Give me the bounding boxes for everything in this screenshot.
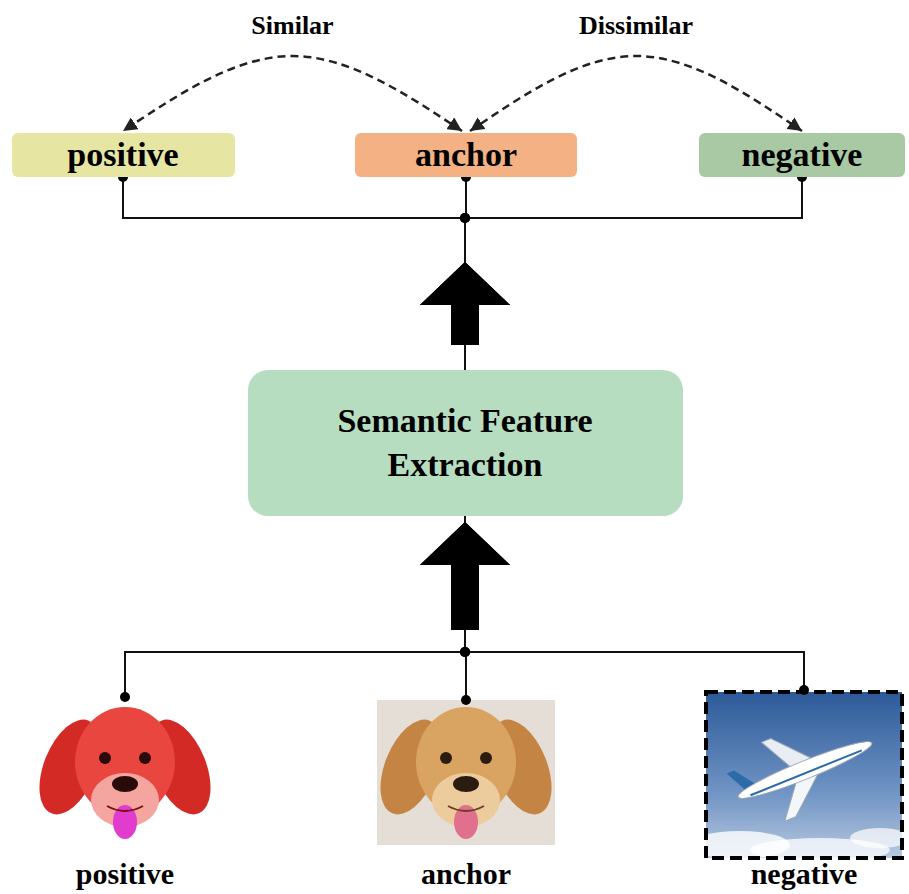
bracket-line [465, 516, 804, 690]
dog-mouth [448, 806, 484, 811]
junction-dot [799, 685, 809, 695]
box-label: negative [742, 137, 863, 173]
flow-connector [420, 516, 510, 705]
box-label: positive [67, 137, 178, 173]
flow-connector [118, 172, 510, 370]
junction-dot [460, 213, 470, 223]
junction-dot [461, 695, 471, 705]
junction-dot [460, 213, 470, 223]
embedding-box: anchor [355, 133, 577, 177]
dog-eye [139, 752, 151, 764]
image-caption: negative [751, 858, 858, 890]
dashed-arc [123, 56, 462, 131]
bracket-line [465, 177, 802, 370]
airplane [721, 704, 887, 835]
junction-dot [460, 213, 470, 223]
dog-eye [99, 752, 111, 764]
dog-eye [440, 752, 452, 764]
embedding-box: positive [12, 133, 235, 177]
block-arrow [420, 522, 510, 630]
junction-dot [460, 647, 470, 657]
red-dog-picture [27, 707, 223, 839]
dashed-border [706, 692, 902, 858]
box-label: anchor [415, 137, 517, 173]
bracket-line [125, 516, 465, 697]
relation-arrow [123, 56, 462, 131]
dashed-arc [470, 56, 802, 131]
flow-connector [420, 172, 510, 370]
block-arrow [420, 262, 510, 345]
relation-arrow [470, 56, 802, 131]
process-box: Semantic Feature Extraction [248, 370, 683, 516]
flow-connector [120, 516, 510, 702]
dog-mouth [107, 806, 143, 811]
dog-eye [480, 752, 492, 764]
dog-nose [453, 776, 479, 792]
relation-label: Similar [247, 12, 337, 41]
block-arrow [420, 262, 510, 345]
block-arrow [420, 522, 510, 630]
junction-dot [460, 647, 470, 657]
image-caption: positive [76, 858, 174, 890]
image-caption: anchor [421, 858, 511, 890]
flow-connector [420, 172, 807, 370]
airplane-picture [690, 692, 909, 862]
relation-label: Dissimilar [575, 12, 697, 41]
box-label: Semantic Feature Extraction [288, 399, 643, 487]
image-sample: anchor [376, 700, 556, 889]
image-sample: negative [704, 690, 904, 889]
fuselage [735, 735, 875, 806]
junction-dot [460, 647, 470, 657]
junction-dot [120, 692, 130, 702]
bracket-line [123, 177, 465, 370]
stripe [750, 750, 861, 795]
block-arrow [420, 522, 510, 630]
embedding-box: negative [699, 133, 905, 177]
image-sample: positive [35, 697, 215, 889]
block-arrow [420, 262, 510, 345]
tan-dog-picture [368, 707, 564, 839]
dog-nose [112, 776, 138, 792]
flow-connector [420, 516, 809, 695]
